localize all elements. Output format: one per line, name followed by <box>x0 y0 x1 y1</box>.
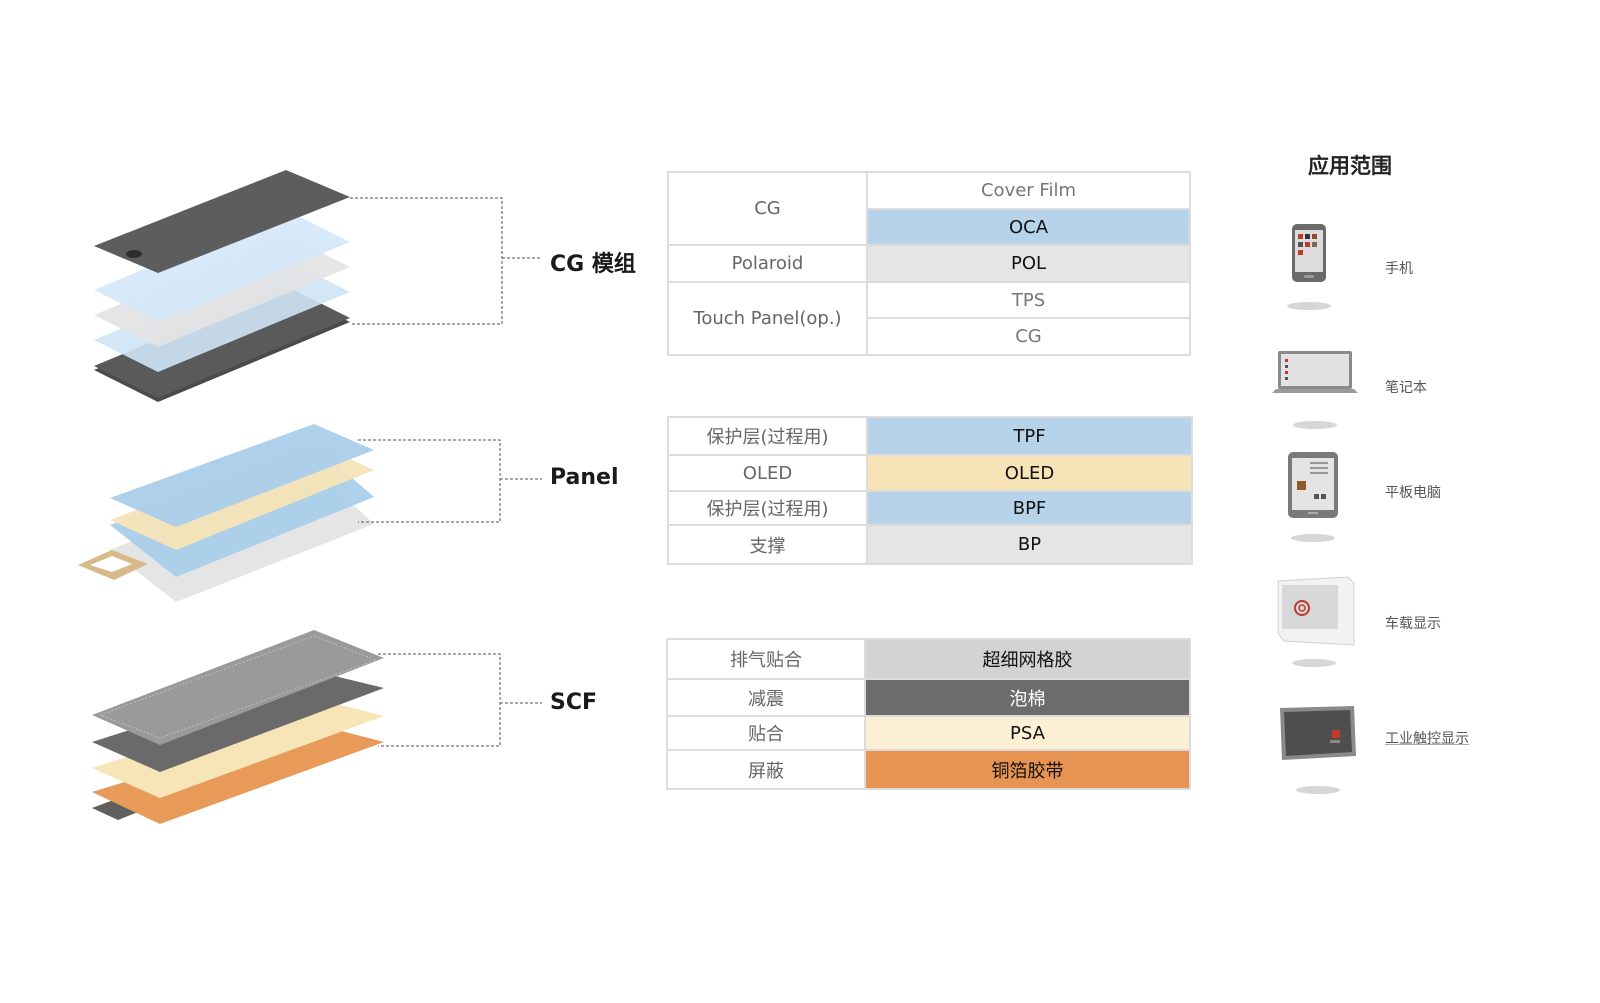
material-cell: TPS <box>866 281 1191 319</box>
application-label: 车载显示 <box>1385 616 1441 632</box>
table-row: 排气贴合 超细网格胶 <box>666 638 1191 680</box>
table-row: 屏蔽 铜箔胶带 <box>666 749 1191 790</box>
material-cell: 泡棉 <box>864 678 1191 717</box>
laptop-icon <box>1272 351 1358 429</box>
material-cell: TPF <box>866 416 1193 456</box>
material-cell: POL <box>866 244 1191 283</box>
phone-icon <box>1287 224 1331 310</box>
application-label: 笔记本 <box>1385 380 1427 396</box>
application-label: 工业触控显示 <box>1385 731 1469 747</box>
layer-label: 支撑 <box>667 524 868 565</box>
application-item-car-display: 车载显示 <box>1270 575 1550 695</box>
layer-label: CG <box>667 171 868 246</box>
group-label-cg-module: CG 模组 <box>550 252 636 277</box>
material-cell: CG <box>866 317 1191 356</box>
application-item-industrial-display: 工业触控显示 <box>1270 700 1550 820</box>
table-row: Touch Panel(op.) TPS <box>667 281 1191 356</box>
table-row: CG <box>668 317 1191 356</box>
applications-title: 应用范围 <box>1308 154 1392 178</box>
table-row: 减震 泡棉 <box>666 678 1191 717</box>
industrial-display-icon <box>1280 706 1356 794</box>
layer-stack-illustration <box>78 170 542 824</box>
layer-label: OLED <box>667 454 868 492</box>
layer-label: 保护层(过程用) <box>667 490 868 526</box>
material-cell: PSA <box>864 715 1191 751</box>
material-cell: 超细网格胶 <box>864 638 1191 680</box>
layer-label: 排气贴合 <box>666 638 866 680</box>
car-display-icon <box>1277 576 1355 667</box>
group-label-panel: Panel <box>550 465 619 490</box>
material-cell: OLED <box>866 454 1193 492</box>
cg-module-stack <box>94 170 350 402</box>
material-cell: BP <box>866 524 1193 565</box>
layer-label: 贴合 <box>666 715 866 751</box>
application-label: 手机 <box>1385 261 1413 277</box>
layer-label: Touch Panel(op.) <box>667 281 868 356</box>
table-row: OCA <box>668 208 1191 246</box>
tablet-icon <box>1288 452 1338 542</box>
table-row: CG Cover Film <box>667 171 1191 246</box>
table-row: 保护层(过程用) TPF <box>667 416 1193 456</box>
material-cell: 铜箔胶带 <box>864 749 1191 790</box>
scf-table: 排气贴合 超细网格胶 减震 泡棉 贴合 PSA 屏蔽 铜箔胶带 <box>666 638 1191 790</box>
panel-table: 保护层(过程用) TPF OLED OLED 保护层(过程用) BPF 支撑 B… <box>667 416 1193 565</box>
application-item-phone: 手机 <box>1270 220 1550 340</box>
table-row: Polaroid POL <box>667 244 1191 283</box>
layer-label: Polaroid <box>667 244 868 283</box>
application-item-tablet: 平板电脑 <box>1270 448 1550 568</box>
group-label-scf: SCF <box>550 690 598 715</box>
table-row: OLED OLED <box>667 454 1193 492</box>
cg-module-table: CG Cover Film OCA Polaroid POL Touch Pan… <box>667 171 1191 356</box>
application-item-laptop: 笔记本 <box>1270 345 1550 465</box>
layer-label: 屏蔽 <box>666 749 866 790</box>
connector-brackets <box>350 197 542 747</box>
panel-stack <box>78 424 374 602</box>
table-row: 保护层(过程用) BPF <box>667 490 1193 526</box>
material-cell: BPF <box>866 490 1193 526</box>
application-label: 平板电脑 <box>1385 485 1441 501</box>
scf-stack <box>92 630 384 824</box>
layer-label: 减震 <box>666 678 866 717</box>
table-row: 支撑 BP <box>667 524 1193 565</box>
table-row: 贴合 PSA <box>666 715 1191 751</box>
layer-label: 保护层(过程用) <box>667 416 868 456</box>
material-cell: OCA <box>866 208 1191 246</box>
material-cell: Cover Film <box>866 171 1191 210</box>
